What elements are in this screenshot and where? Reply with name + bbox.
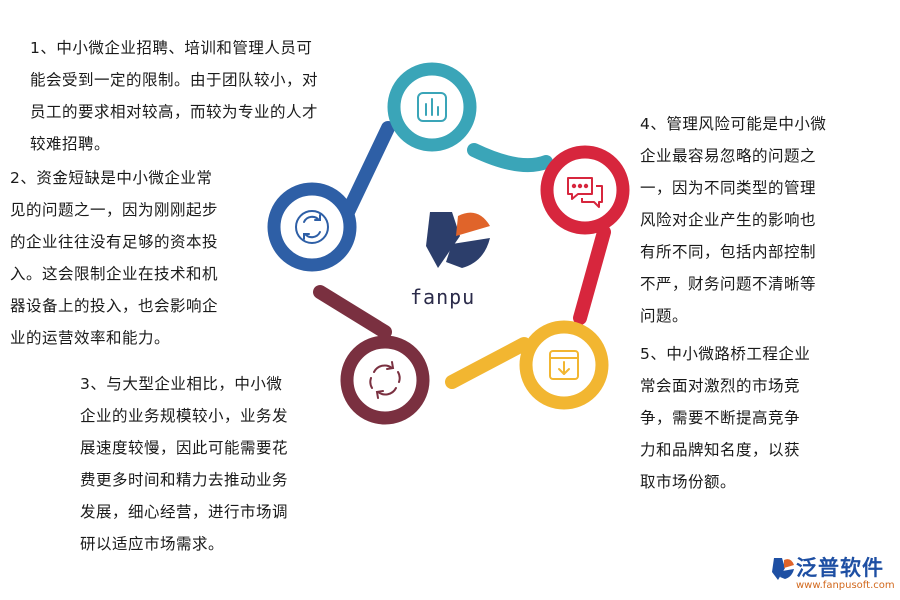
download-box-icon [549,350,579,380]
paragraph-4: 4、管理风险可能是中小微 企业最容易忽略的问题之 一，因为不同类型的管理 风险对… [640,115,827,325]
chart-icon [417,92,447,122]
center-brand-text: fanpu [410,285,476,309]
node-blue-ring [267,182,357,272]
footer-url-text: www.fanpusoft.com [796,580,895,591]
node-red-ring [540,145,630,235]
node-maroon-ring [340,335,430,425]
paragraph-3: 3、与大型企业相比，中小微 企业的业务规模较小，业务发 展速度较慢，因此可能需要… [80,375,289,553]
footer-logo: 泛普软件 www.fanpusoft.com [770,550,895,598]
paragraph-5: 5、中小微路桥工程企业 常会面对激烈的市场竞 争，需要不断提高竞争 力和品牌知名… [640,345,811,491]
fanpu-small-logo-icon [772,558,794,580]
connector-blue-teal [341,121,395,219]
paragraph-2: 2、资金短缺是中小微企业常 见的问题之一，因为刚刚起步 的企业往往没有足够的资本… [10,169,219,347]
refresh-icon [295,210,329,244]
connector-maroon-blue [313,285,392,339]
connector-teal-red [467,143,553,173]
connector-red-yellow [573,225,611,325]
cycle-arrows-icon [369,361,401,399]
fanpu-logo-mark [426,212,490,268]
footer-brand-text: 泛普软件 [796,556,884,580]
paragraph-1: 1、中小微企业招聘、培训和管理人员可 能会受到一定的限制。由于团队较小，对 员工… [30,39,319,153]
connector-yellow-maroon [445,337,531,389]
chat-icon [567,177,603,208]
